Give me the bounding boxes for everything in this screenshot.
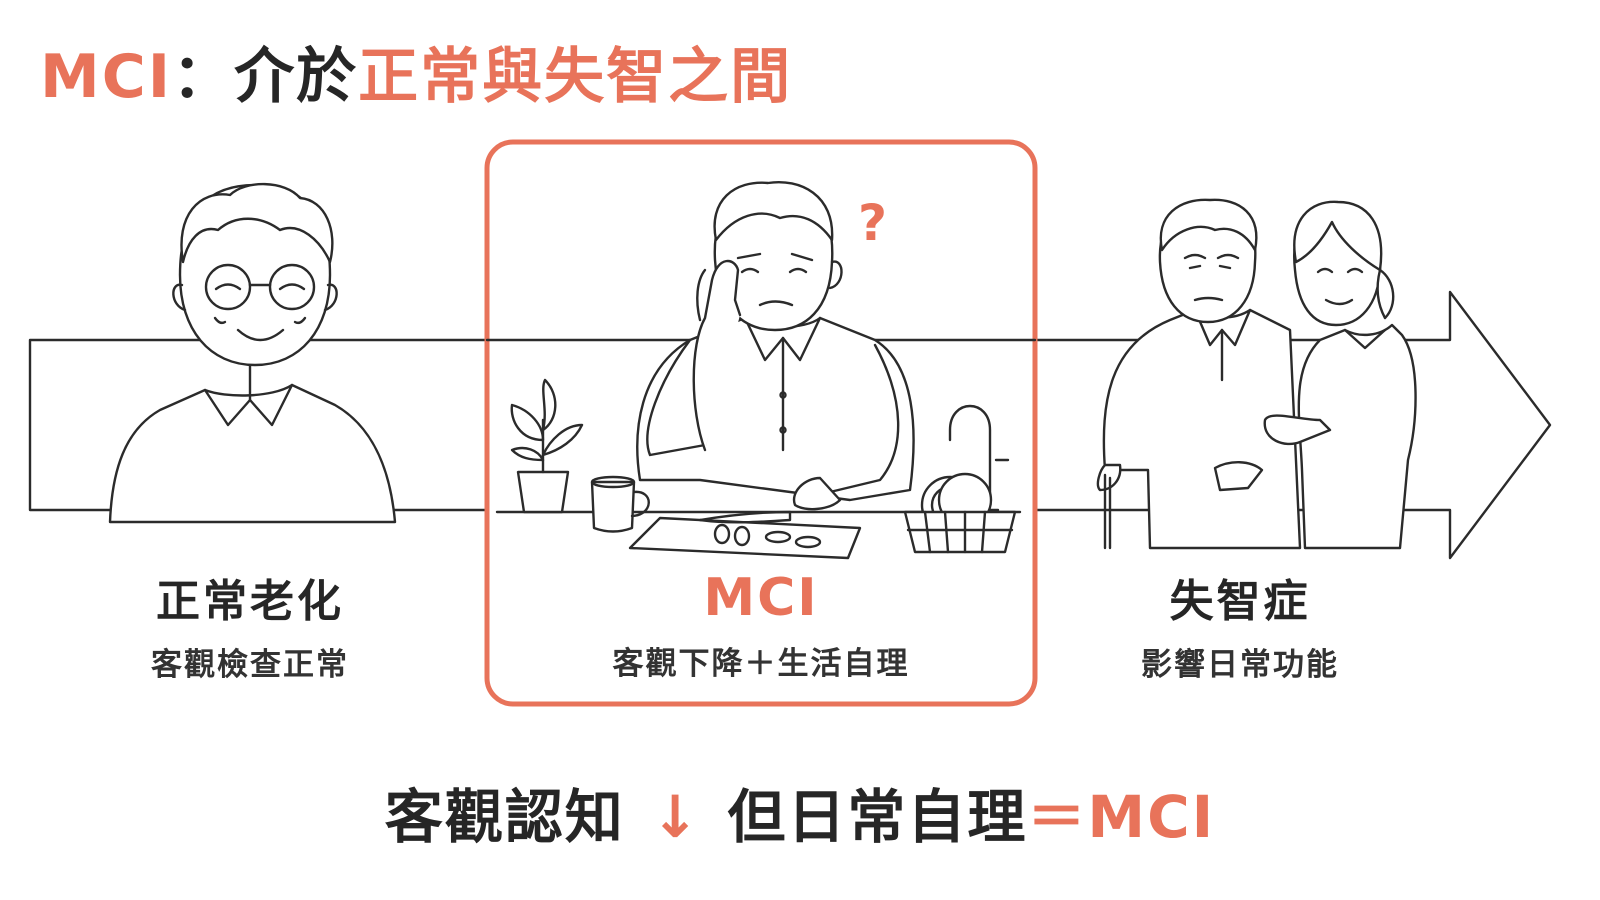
formula: 客觀認知 ↓ 但日常自理＝MCI (0, 770, 1600, 854)
elderly-man-with-cane-icon (1096, 198, 1302, 550)
title-separator: ： (172, 42, 235, 112)
stage-dementia-title: 失智症 (1169, 576, 1311, 627)
title-highlight: 正常與失智之間 (358, 42, 793, 112)
formula-result: MCI (1087, 783, 1216, 851)
smiling-elderly-man-icon (108, 182, 397, 524)
stage-dementia: 失智症 影響日常功能 (1120, 565, 1360, 684)
page-title: MCI：介於正常與失智之間 (40, 28, 792, 115)
coffee-mug-icon (590, 475, 650, 533)
stage-normal-title: 正常老化 (156, 576, 344, 627)
dish-rack-icon (903, 472, 1017, 554)
confused-elderly-man-cooking-icon: ? (636, 180, 915, 511)
question-mark-icon: ? (858, 194, 887, 252)
caregiver-woman-icon (1263, 200, 1417, 550)
stage-mci-title: MCI (703, 568, 819, 628)
title-middle: 介於 (234, 42, 359, 112)
stage-normal: 正常老化 客觀檢查正常 (110, 565, 390, 684)
formula-equals: ＝ (1027, 783, 1088, 851)
stage-dementia-subtitle: 影響日常功能 (1141, 647, 1339, 683)
plant-pot-icon (510, 378, 584, 514)
down-arrow-icon: ↓ (650, 783, 702, 851)
stage-mci: MCI 客觀下降＋生活自理 (487, 568, 1035, 683)
stage-mci-subtitle: 客觀下降＋生活自理 (612, 646, 910, 682)
stage-normal-subtitle: 客觀檢查正常 (151, 647, 349, 683)
formula-part1: 客觀認知 (384, 783, 625, 851)
cutting-board-knife-icon (628, 510, 862, 560)
formula-part2: 但日常自理 (727, 783, 1028, 851)
title-prefix: MCI (40, 42, 173, 112)
